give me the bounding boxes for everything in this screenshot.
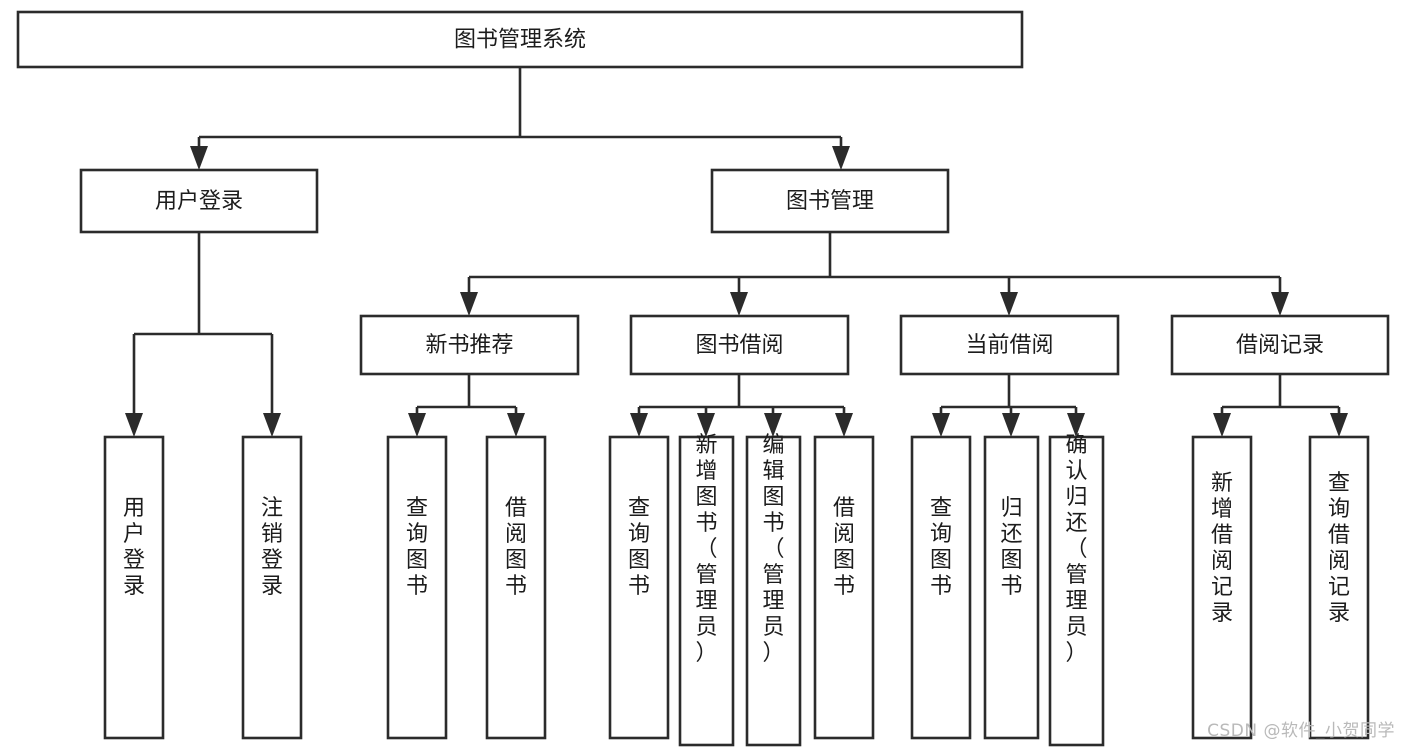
arrow-to-user-login-icon bbox=[190, 146, 208, 170]
node-leaf-borrow-book-recommend[interactable]: 借阅图书 bbox=[485, 435, 547, 740]
node-box-new-book-recommend bbox=[359, 314, 580, 376]
connector-book-borrow-to-leaves bbox=[637, 374, 846, 422]
node-leaf-confirm-return-admin[interactable]: 确认归还（管理员） bbox=[1048, 433, 1105, 747]
arrow-heads-layer bbox=[125, 146, 1348, 437]
node-book-borrow[interactable]: 图书借阅 bbox=[629, 314, 850, 376]
arrow-to-new-book-recommend-icon bbox=[460, 292, 478, 316]
arrow-to-leaf-add-borrow-record-icon bbox=[1213, 413, 1231, 437]
arrow-to-book-borrow-icon bbox=[730, 292, 748, 316]
node-label-user-login: 用户登录 bbox=[155, 189, 243, 214]
node-label-leaf-confirm-return-admin: 确认归还（管理员） bbox=[1065, 433, 1087, 666]
node-box-user-login bbox=[79, 168, 319, 234]
arrow-to-leaf-query-book-borrow-icon bbox=[630, 413, 648, 437]
node-label-leaf-return-book: 归还图书 bbox=[1000, 496, 1022, 599]
arrow-to-book-management-icon bbox=[832, 146, 850, 170]
connector-root-to-level2 bbox=[197, 67, 843, 160]
node-box-leaf-logout bbox=[241, 435, 303, 740]
node-book-management[interactable]: 图书管理 bbox=[710, 168, 950, 234]
node-leaf-logout[interactable]: 注销登录 bbox=[241, 435, 303, 740]
arrow-to-borrow-record-icon bbox=[1271, 292, 1289, 316]
node-label-leaf-edit-book-admin: 编辑图书（管理员） bbox=[762, 433, 784, 666]
node-label-current-borrow: 当前借阅 bbox=[965, 333, 1053, 358]
node-label-new-book-recommend: 新书推荐 bbox=[425, 333, 513, 358]
arrow-to-leaf-user-login-icon bbox=[125, 413, 143, 437]
node-leaf-edit-book-admin[interactable]: 编辑图书（管理员） bbox=[745, 433, 802, 747]
node-new-book-recommend[interactable]: 新书推荐 bbox=[359, 314, 580, 376]
node-box-leaf-borrow-book-borrow bbox=[813, 435, 875, 740]
node-label-leaf-query-borrow-record: 查询借阅记录 bbox=[1328, 471, 1350, 626]
arrow-to-leaf-confirm-return-admin-icon bbox=[1067, 413, 1085, 437]
node-label-book-borrow: 图书借阅 bbox=[695, 333, 783, 358]
node-leaf-return-book[interactable]: 归还图书 bbox=[983, 435, 1040, 740]
connector-new-book-to-leaves bbox=[415, 374, 518, 422]
arrow-to-leaf-query-borrow-record-icon bbox=[1330, 413, 1348, 437]
node-label-leaf-add-borrow-record: 新增借阅记录 bbox=[1211, 471, 1233, 626]
node-box-leaf-add-book-admin bbox=[678, 435, 735, 747]
node-label-leaf-user-login: 用户登录 bbox=[123, 496, 145, 599]
node-box-leaf-confirm-return-admin bbox=[1048, 435, 1105, 747]
arrow-to-current-borrow-icon bbox=[1000, 292, 1018, 316]
connector-book-management-to-level3 bbox=[467, 232, 1282, 300]
arrow-to-leaf-add-book-admin-icon bbox=[697, 413, 715, 437]
node-label-borrow-record: 借阅记录 bbox=[1236, 333, 1324, 358]
node-leaf-user-login[interactable]: 用户登录 bbox=[103, 435, 165, 740]
node-label-leaf-logout: 注销登录 bbox=[261, 496, 283, 599]
node-leaf-query-borrow-record[interactable]: 查询借阅记录 bbox=[1308, 435, 1370, 740]
node-label-leaf-query-book-borrow: 查询图书 bbox=[628, 496, 650, 599]
node-leaf-borrow-book-borrow[interactable]: 借阅图书 bbox=[813, 435, 875, 740]
node-label-leaf-add-book-admin: 新增图书（管理员） bbox=[695, 433, 717, 666]
connector-borrow-record-to-leaves bbox=[1220, 374, 1341, 422]
connector-lines-layer bbox=[132, 67, 1341, 422]
node-label-leaf-query-book-current: 查询图书 bbox=[930, 496, 952, 599]
node-box-leaf-add-borrow-record bbox=[1191, 435, 1253, 740]
node-box-leaf-borrow-book-recommend bbox=[485, 435, 547, 740]
node-box-leaf-edit-book-admin bbox=[745, 435, 802, 747]
node-box-book-management bbox=[710, 168, 950, 234]
node-user-login[interactable]: 用户登录 bbox=[79, 168, 319, 234]
node-box-leaf-query-book-current bbox=[910, 435, 972, 740]
node-box-borrow-record bbox=[1170, 314, 1390, 376]
arrow-to-leaf-borrow-book-borrow-icon bbox=[835, 413, 853, 437]
arrow-to-leaf-query-book-recommend-icon bbox=[408, 413, 426, 437]
connector-user-login-to-leaves bbox=[132, 232, 274, 420]
node-label-leaf-borrow-book-recommend: 借阅图书 bbox=[505, 496, 527, 599]
arrow-to-leaf-query-book-current-icon bbox=[932, 413, 950, 437]
node-label-book-management: 图书管理 bbox=[786, 189, 874, 214]
arrow-to-leaf-borrow-book-recommend-icon bbox=[507, 413, 525, 437]
node-box-leaf-return-book bbox=[983, 435, 1040, 740]
node-box-book-borrow bbox=[629, 314, 850, 376]
node-borrow-record[interactable]: 借阅记录 bbox=[1170, 314, 1390, 376]
node-leaf-query-book-recommend[interactable]: 查询图书 bbox=[386, 435, 448, 740]
arrow-to-leaf-edit-book-admin-icon bbox=[764, 413, 782, 437]
node-box-current-borrow bbox=[899, 314, 1120, 376]
node-box-leaf-query-borrow-record bbox=[1308, 435, 1370, 740]
node-leaf-query-book-current[interactable]: 查询图书 bbox=[910, 435, 972, 740]
csdn-watermark: CSDN @软件_小贺同学 bbox=[1207, 721, 1395, 741]
arrow-to-leaf-logout-icon bbox=[263, 413, 281, 437]
node-box-leaf-query-book-recommend bbox=[386, 435, 448, 740]
node-box-leaf-user-login bbox=[103, 435, 165, 740]
node-leaf-add-book-admin[interactable]: 新增图书（管理员） bbox=[678, 433, 735, 747]
node-current-borrow[interactable]: 当前借阅 bbox=[899, 314, 1120, 376]
node-label-leaf-query-book-recommend: 查询图书 bbox=[406, 496, 428, 599]
node-label-leaf-borrow-book-borrow: 借阅图书 bbox=[833, 496, 855, 599]
arrow-to-leaf-return-book-icon bbox=[1002, 413, 1020, 437]
node-leaf-add-borrow-record[interactable]: 新增借阅记录 bbox=[1191, 435, 1253, 740]
node-box-root bbox=[16, 10, 1024, 69]
node-leaf-query-book-borrow[interactable]: 查询图书 bbox=[608, 435, 670, 740]
node-box-leaf-query-book-borrow bbox=[608, 435, 670, 740]
node-label-root: 图书管理系统 bbox=[454, 28, 586, 53]
node-root[interactable]: 图书管理系统 bbox=[16, 10, 1024, 69]
node-boxes-layer: 图书管理系统用户登录图书管理新书推荐图书借阅当前借阅借阅记录用户登录注销登录查询… bbox=[16, 10, 1390, 747]
